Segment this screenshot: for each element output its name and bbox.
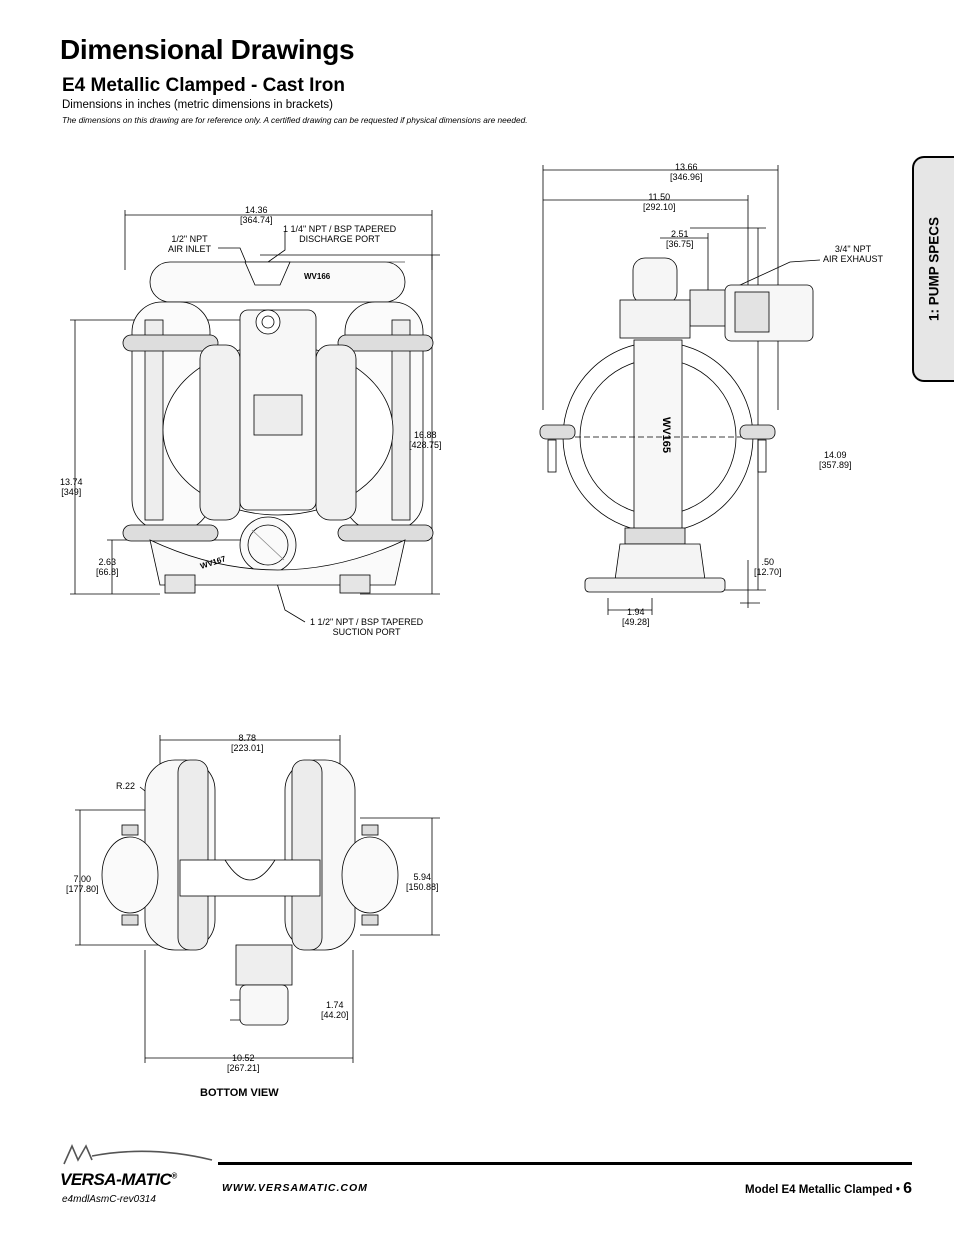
front-discharge-height-dimension: 13.74[349]	[60, 477, 83, 497]
footer-divider	[218, 1162, 912, 1165]
front-total-height-dimension: 16.88[428.75]	[409, 430, 442, 450]
model-label: Model E4 Metallic Clamped •	[745, 1184, 900, 1196]
suction-port-label: 1 1/2" NPT / BSP TAPERED SUCTION PORT	[310, 617, 424, 637]
radius-dimension: R.22	[116, 781, 136, 791]
page-number: 6	[903, 1180, 912, 1197]
part-marking-top: WV166	[304, 272, 331, 281]
air-exhaust-label: 3/4" NPT AIR EXHAUST	[823, 244, 884, 264]
side-base-offset-dimension: 1.94[49.28]	[622, 607, 650, 627]
document-id: e4mdlAsmC-rev0314	[62, 1194, 156, 1205]
front-width-dimension: 14.36[364.74]	[240, 205, 273, 225]
bottom-depth-dimension: 7.00[177.80]	[66, 874, 99, 894]
discharge-port-label: 1 1/4" NPT / BSP TAPERED DISCHARGE PORT	[283, 224, 397, 244]
brand-logo-mark	[63, 1144, 213, 1165]
side-base-thickness-dimension: .50[12.70]	[754, 557, 782, 577]
air-inlet-label: 1/2" NPT AIR INLET	[168, 234, 212, 254]
bottom-view-caption: BOTTOM VIEW	[200, 1087, 279, 1099]
section-tab[interactable]: 1: PUMP SPECS	[912, 156, 954, 382]
page-footer-model: Model E4 Metallic Clamped • 6	[700, 1180, 912, 1198]
side-width-dimension: 11.50[292.10]	[643, 192, 676, 212]
page-title: Dimensional Drawings	[60, 34, 355, 65]
bottom-clamp-depth-dimension: 5.94[150.88]	[406, 872, 439, 892]
bottom-muffler-dimension: 1.74[44.20]	[321, 1000, 349, 1020]
front-suction-height-dimension: 2.63[66.8]	[96, 557, 119, 577]
side-offset-dimension: 2.51[36.75]	[666, 229, 694, 249]
side-view-drawing	[539, 165, 821, 615]
side-height-dimension: 14.09[357.89]	[819, 450, 852, 470]
part-marking-side: WV165	[660, 416, 673, 454]
units-note: Dimensions in inches (metric dimensions …	[62, 99, 333, 111]
bottom-center-width-dimension: 8.78[223.01]	[231, 733, 264, 753]
disclaimer-note: The dimensions on this drawing are for r…	[62, 115, 528, 125]
bottom-overall-width-dimension: 10.52[267.21]	[227, 1053, 260, 1073]
front-view-drawing	[70, 210, 440, 623]
side-overall-width-dimension: 13.66[346.96]	[670, 162, 703, 182]
website-link[interactable]: WWW.VERSAMATIC.COM	[222, 1182, 368, 1194]
page-subtitle: E4 Metallic Clamped - Cast Iron	[62, 75, 345, 96]
brand-logo: VERSA-MATIC®	[60, 1170, 177, 1189]
bottom-view-drawing	[75, 735, 440, 1063]
